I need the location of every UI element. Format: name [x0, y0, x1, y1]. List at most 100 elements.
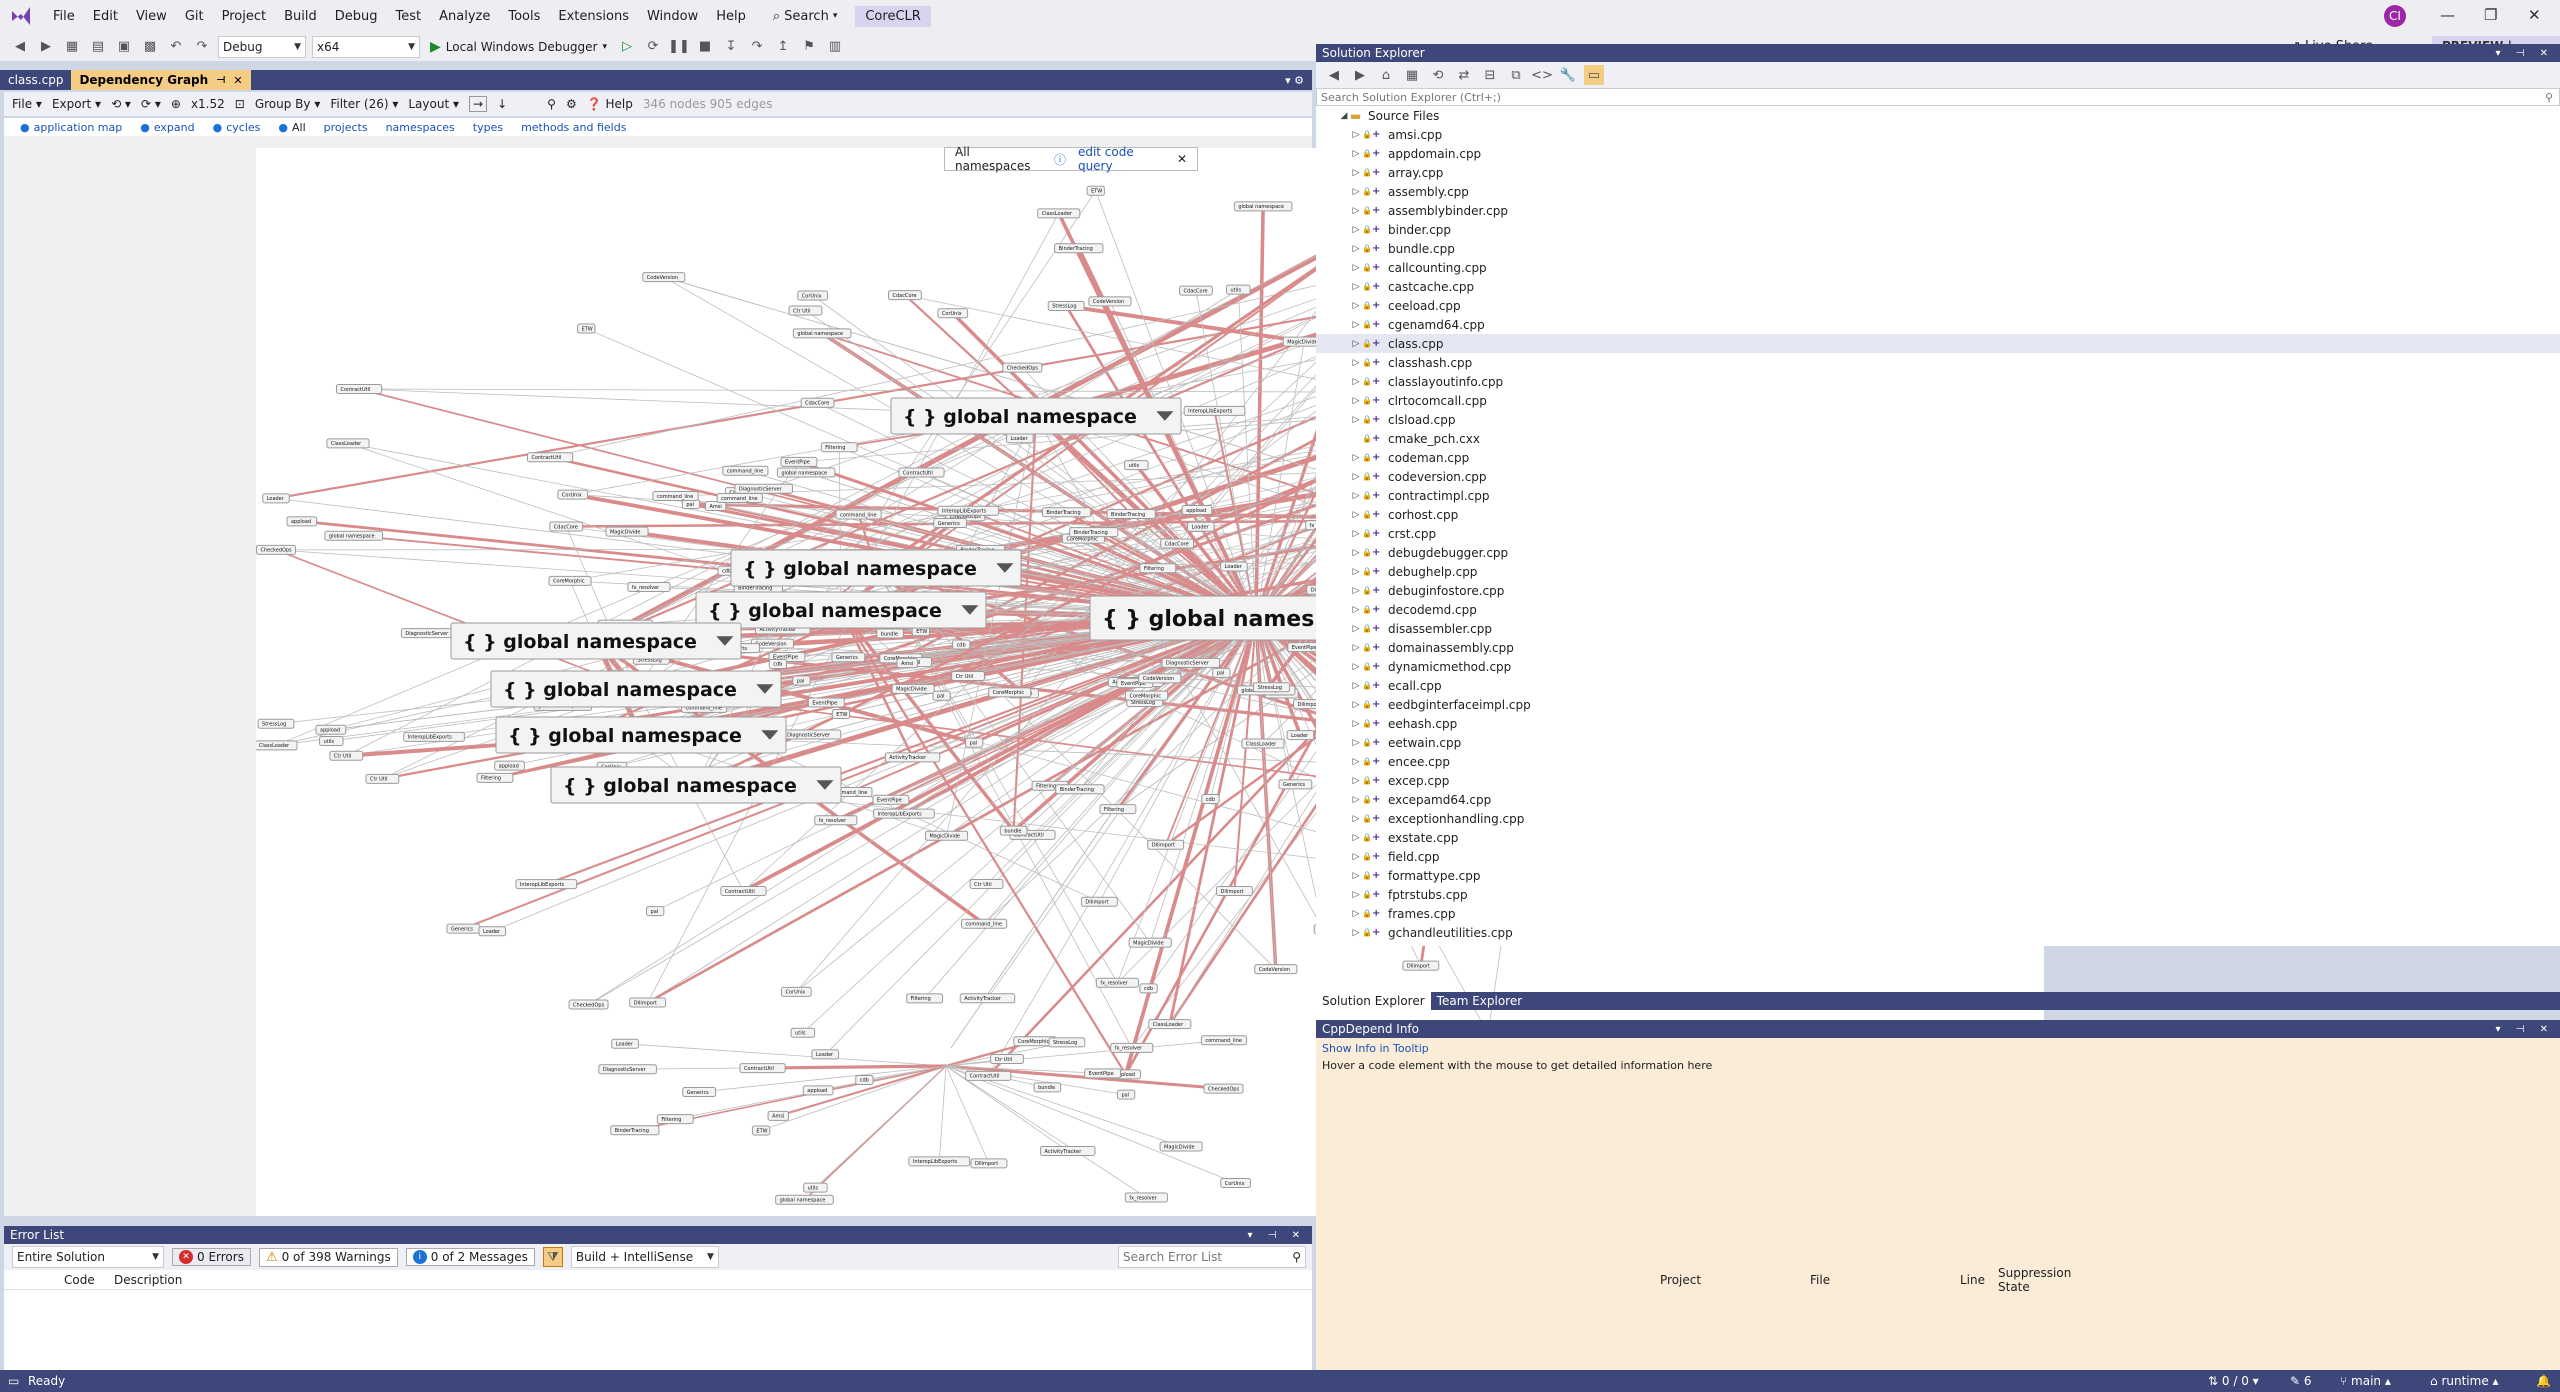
graph-node[interactable]: DiagnosticServer	[734, 483, 793, 494]
graph-node[interactable]: InteropLibExports	[908, 1156, 971, 1167]
graph-node[interactable]: MagicDivide	[891, 683, 935, 694]
graph-node[interactable]: EventPipe	[780, 456, 818, 467]
tree-file-item[interactable]: ▷🔒+castcache.cpp	[1316, 277, 2560, 296]
column-description[interactable]: Description	[114, 1272, 183, 1287]
graph-node[interactable]: Filtering	[476, 772, 514, 783]
graph-node[interactable]: StressLog	[1253, 682, 1290, 693]
pending-changes-icon[interactable]: ⟲	[1432, 67, 1444, 83]
graph-node[interactable]: CodeVersion	[642, 272, 686, 283]
tab-solution-explorer[interactable]: Solution Explorer	[1316, 992, 1431, 1010]
tree-file-item[interactable]: ▷🔒+excep.cpp	[1316, 771, 2560, 790]
graph-node[interactable]: InteropLibExports	[403, 731, 465, 742]
graph-node[interactable]: pal	[1116, 1089, 1136, 1100]
graph-node[interactable]: Generics	[446, 923, 481, 934]
graph-node[interactable]: bundle	[876, 628, 904, 639]
graph-node[interactable]: { } global namespace	[550, 766, 842, 804]
graph-node[interactable]: CoreMorphic	[548, 575, 592, 586]
graph-node[interactable]: pal	[792, 675, 811, 686]
graph-node[interactable]: Loader	[262, 493, 290, 504]
graph-node[interactable]: BinderTracing	[1106, 508, 1156, 519]
graph-node[interactable]: CorUnix	[780, 986, 812, 997]
graph-node[interactable]: Loader	[1006, 433, 1034, 444]
tree-file-item[interactable]: ▷🔒+contractimpl.cpp	[1316, 486, 2560, 505]
graph-node[interactable]: BinderTracing	[1055, 784, 1105, 795]
graph-node[interactable]: utils	[319, 735, 344, 746]
tree-file-item[interactable]: ▷🔒+codeman.cpp	[1316, 448, 2560, 467]
menu-help[interactable]: Help	[716, 8, 746, 24]
solution-search-input[interactable]: Search Solution Explorer (Ctrl+;) ⚲	[1316, 88, 2560, 106]
graph-node[interactable]: ContractUtil	[720, 886, 767, 897]
graph-node[interactable]: DiagnosticServer	[782, 729, 842, 740]
graph-node[interactable]: { } global namespace	[890, 397, 1182, 435]
expander-closed-icon[interactable]: ▷	[1352, 395, 1360, 406]
tree-file-item[interactable]: ▷🔒+frames.cpp	[1316, 904, 2560, 923]
scope-link-types[interactable]: types	[473, 121, 503, 134]
undo-icon[interactable]: ↶	[170, 39, 182, 54]
graph-node[interactable]: MagicDivide	[1159, 1141, 1203, 1152]
expander-closed-icon[interactable]: ▷	[1352, 528, 1360, 539]
graph-node[interactable]: CoreMorphic	[1124, 690, 1169, 701]
tree-file-item[interactable]: ▷🔒+dynamicmethod.cpp	[1316, 657, 2560, 676]
graph-node[interactable]: Dllimport	[1080, 896, 1118, 907]
graph-node[interactable]: utils	[1226, 284, 1251, 295]
graph-node[interactable]: CoreMorphic	[988, 687, 1032, 698]
graph-node[interactable]: ETW	[911, 626, 931, 637]
graph-node[interactable]: Generics	[682, 1087, 717, 1098]
tree-file-item[interactable]: ▷🔒+gchandleutilities.cpp	[1316, 923, 2560, 942]
properties-icon[interactable]: 🔧	[1559, 67, 1577, 83]
graph-node[interactable]: CdacCore	[888, 290, 922, 301]
graph-node[interactable]: ContractUtil	[739, 1063, 786, 1074]
graph-node[interactable]: cdb	[855, 1074, 874, 1085]
graph-node[interactable]: pal	[1212, 667, 1231, 678]
expander-closed-icon[interactable]: ▷	[1352, 243, 1360, 254]
graph-node[interactable]: DiagnosticServer	[1161, 657, 1221, 668]
graph-node[interactable]: BinderTracing	[610, 1125, 660, 1136]
show-all-files-icon[interactable]: ⧉	[1511, 67, 1521, 83]
pin-icon[interactable]: ⊣	[216, 74, 226, 86]
close-window-icon[interactable]: ✕	[2528, 6, 2541, 24]
expander-closed-icon[interactable]: ▷	[1352, 908, 1360, 919]
graph-node[interactable]: CorUnix	[557, 489, 589, 500]
expander-closed-icon[interactable]: ▷	[1352, 319, 1360, 330]
configuration-select[interactable]: Debug▼	[218, 35, 306, 58]
column-code[interactable]: Code	[64, 1272, 95, 1287]
expand-node-icon[interactable]	[1156, 411, 1174, 421]
menu-debug[interactable]: Debug	[334, 8, 378, 24]
expand-node-icon[interactable]	[716, 636, 734, 646]
tree-file-item[interactable]: ▷🔒+callcounting.cpp	[1316, 258, 2560, 277]
graph-node[interactable]: Ctr Util	[990, 1054, 1024, 1065]
tree-file-item[interactable]: ▷🔒+array.cpp	[1316, 163, 2560, 182]
graph-node[interactable]: utils	[790, 1027, 816, 1038]
layout-icon[interactable]: ▥	[828, 39, 842, 54]
expander-closed-icon[interactable]: ▷	[1352, 338, 1360, 349]
messages-filter-button[interactable]: i 0 of 2 Messages	[405, 1248, 535, 1266]
expander-closed-icon[interactable]: ▷	[1352, 490, 1360, 501]
graph-node[interactable]: Loader	[478, 926, 507, 937]
expander-closed-icon[interactable]: ▷	[1352, 794, 1360, 805]
menu-window[interactable]: Window	[646, 8, 699, 24]
avatar[interactable]: CI	[2384, 5, 2406, 27]
graph-node[interactable]: Loader	[811, 1049, 840, 1060]
graph-node[interactable]: Amsi	[767, 1110, 789, 1121]
expander-closed-icon[interactable]: ▷	[1352, 756, 1360, 767]
tree-file-item[interactable]: ▷🔒+binder.cpp	[1316, 220, 2560, 239]
panel-controls-icon[interactable]: ▾ ⊣ ✕	[1247, 1229, 1306, 1241]
graph-node[interactable]: command_line	[722, 465, 769, 476]
menu-build[interactable]: Build	[284, 8, 317, 24]
tab-class-cpp[interactable]: class.cpp	[0, 70, 71, 90]
tree-file-item[interactable]: ▷🔒+class.cpp	[1316, 334, 2560, 353]
graph-node[interactable]: ContractUtil	[526, 452, 574, 463]
graph-node[interactable]: command_line	[961, 918, 1008, 929]
graph-node[interactable]: command_line	[716, 492, 763, 503]
tree-file-item[interactable]: ▷🔒+debuginfostore.cpp	[1316, 581, 2560, 600]
graph-node[interactable]: CheckedOps	[1002, 362, 1043, 373]
graph-node[interactable]: CdacCore	[1160, 538, 1194, 549]
graph-node[interactable]: BinderTracing	[1054, 243, 1104, 254]
menu-tools[interactable]: Tools	[508, 8, 541, 24]
graph-node[interactable]: MagicDivide	[924, 830, 969, 841]
tree-file-item[interactable]: ▷🔒+ecall.cpp	[1316, 676, 2560, 695]
tree-file-item[interactable]: ▷🔒+ceeload.cpp	[1316, 296, 2560, 315]
expander-closed-icon[interactable]: ▷	[1352, 357, 1360, 368]
expander-closed-icon[interactable]: ▷	[1352, 585, 1360, 596]
close-icon[interactable]: ✕	[1176, 152, 1187, 166]
